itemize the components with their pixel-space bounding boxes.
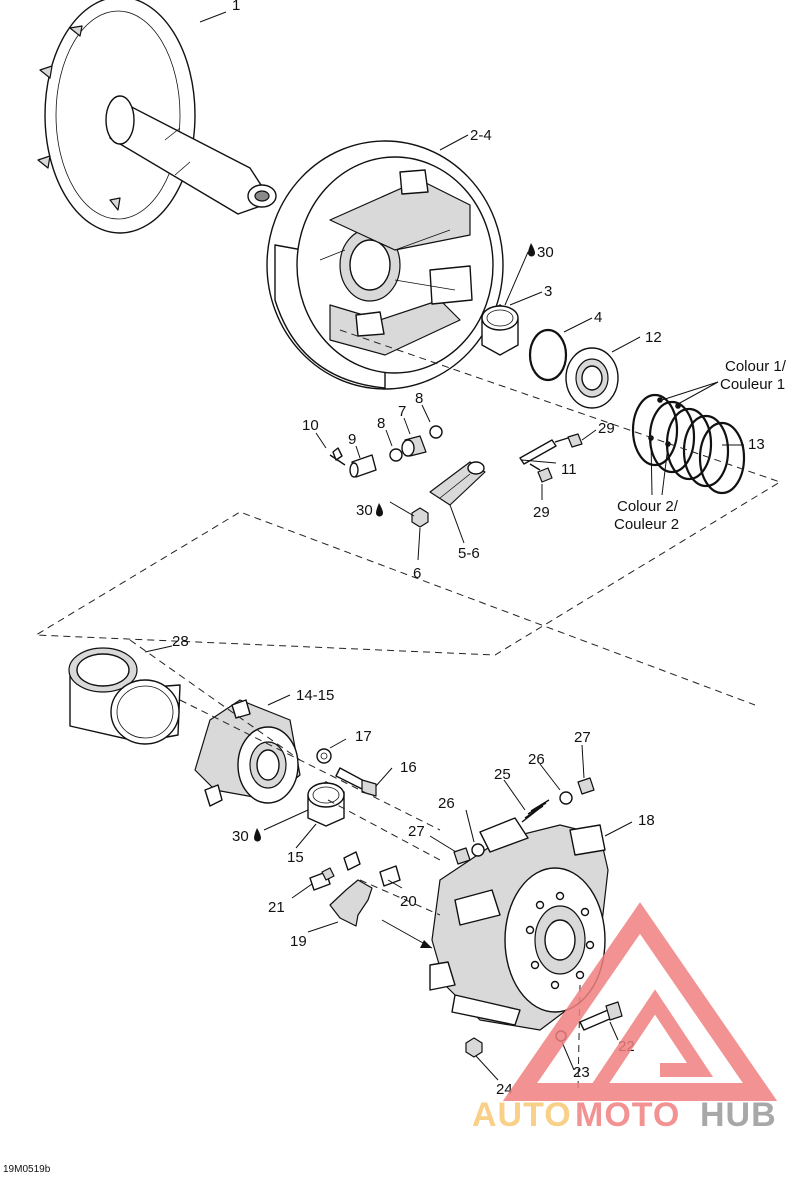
colour2-note-line1: Colour 2/ — [617, 498, 679, 515]
sleeve-part-28 — [68, 647, 181, 745]
circlip-part-4 — [528, 328, 568, 382]
callout-10: 10 — [302, 417, 319, 434]
callout-5-6: 5-6 — [458, 545, 480, 562]
callout-7: 7 — [398, 403, 406, 420]
callout-30: 30 — [232, 828, 249, 845]
callout-27: 27 — [574, 729, 591, 746]
colour-notes: Colour 1/ Couleur 1 Colour 2/ Couleur 2 — [614, 358, 787, 533]
callout-27: 27 — [408, 823, 425, 840]
oil-drop-icon — [376, 503, 383, 517]
callout-30: 30 — [356, 502, 373, 519]
callout-16: 16 — [400, 759, 417, 776]
callout-28: 28 — [172, 633, 189, 650]
callout-15: 15 — [287, 849, 304, 866]
small-spring-group — [453, 777, 595, 865]
callout-29: 29 — [533, 504, 550, 521]
oil-drop-icon — [528, 243, 535, 257]
sliding-sheave-part — [266, 140, 504, 390]
callout-2-4: 2-4 — [470, 127, 492, 144]
spring-part-13 — [631, 393, 746, 495]
bolt-holes — [525, 891, 595, 990]
assembly-dashed-lines — [34, 329, 782, 1091]
callout-29: 29 — [598, 420, 615, 437]
callout-21: 21 — [268, 899, 285, 916]
fixed-sheave-part — [37, 0, 277, 234]
cam-housing-part-18 — [429, 817, 609, 1031]
callout-19: 19 — [290, 933, 307, 950]
callout-26: 26 — [528, 751, 545, 768]
callout-14-15: 14-15 — [296, 687, 334, 704]
logo-word-auto: AUTO — [472, 1096, 572, 1134]
callout-23: 23 — [573, 1064, 590, 1081]
colour2-note-line2: Couleur 2 — [614, 516, 679, 533]
small-hardware-group — [329, 425, 583, 528]
callout-20: 20 — [400, 893, 417, 910]
callout-9: 9 — [348, 431, 356, 448]
logo-word-moto: MOTO — [575, 1096, 680, 1134]
callout-12: 12 — [645, 329, 662, 346]
ramp-arm-group — [309, 851, 401, 927]
drawing-code: 19M0519b — [3, 1164, 51, 1175]
callout-4: 4 — [594, 309, 602, 326]
callout-1: 1 — [232, 0, 240, 14]
hub-part-14-15 — [194, 699, 301, 807]
automotohub-logo: AUTO MOTO HUB — [472, 902, 778, 1134]
leader-lines — [144, 11, 744, 1081]
bolt-washer-group — [316, 748, 377, 797]
logo-word-hub: HUB — [700, 1096, 777, 1134]
callout-3: 3 — [544, 283, 552, 300]
colour1-note-line1: Colour 1/ — [725, 358, 787, 375]
callout-11: 11 — [561, 461, 577, 478]
fastener-group — [465, 1001, 623, 1058]
callout-18: 18 — [638, 812, 655, 829]
seal-part-12 — [565, 347, 619, 409]
callout-26: 26 — [438, 795, 455, 812]
callout-6: 6 — [413, 565, 421, 582]
callout-13: 13 — [748, 436, 765, 453]
bushing-part-3 — [481, 304, 519, 356]
bushing-part-15 — [307, 781, 345, 827]
callout-25: 25 — [494, 766, 511, 783]
oil-drop-icon — [254, 828, 262, 842]
colour1-note-line2: Couleur 1 — [720, 376, 785, 393]
callout-17: 17 — [355, 728, 372, 745]
callout-8: 8 — [415, 390, 423, 407]
callout-30: 30 — [537, 244, 554, 261]
callout-8: 8 — [377, 415, 385, 432]
